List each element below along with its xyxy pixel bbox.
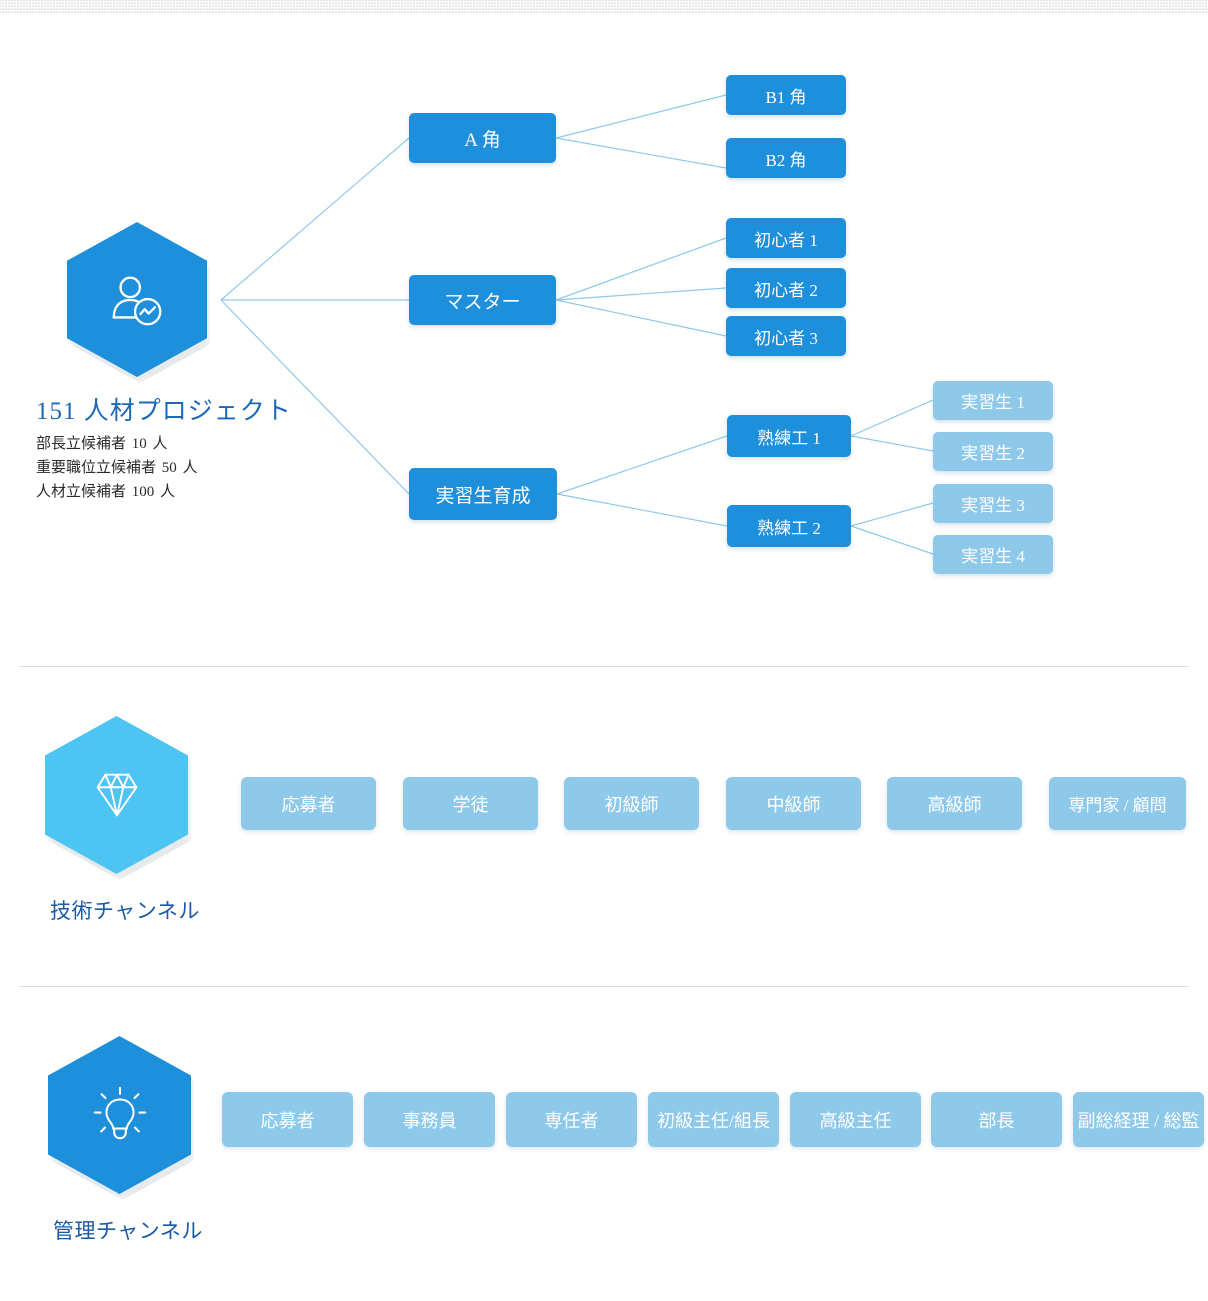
stat-count: 10 xyxy=(131,436,147,452)
node-beginner-2[interactable]: 初心者 2 xyxy=(726,268,846,308)
node-beginner-3[interactable]: 初心者 3 xyxy=(726,316,846,356)
node-beginner-1[interactable]: 初心者 1 xyxy=(726,218,846,258)
section-divider-2 xyxy=(20,986,1188,987)
technical-channel-label: 技術チャンネル xyxy=(50,899,200,923)
stat-count: 100 xyxy=(131,484,155,500)
stat-unit: 人 xyxy=(160,484,176,500)
tech-step-4[interactable]: 中級師 xyxy=(726,777,861,830)
stat-label: 部長立候補者 xyxy=(36,436,127,452)
node-skilled-worker-1[interactable]: 熟練工 1 xyxy=(727,415,851,457)
tech-step-5[interactable]: 高級師 xyxy=(887,777,1022,830)
mgmt-step-7[interactable]: 副総経理 / 総監 xyxy=(1073,1092,1204,1147)
node-master[interactable]: マスター xyxy=(409,275,556,325)
mgmt-step-2[interactable]: 事務員 xyxy=(364,1092,495,1147)
node-trainee-development[interactable]: 実習生育成 xyxy=(409,468,557,520)
management-channel-hexagon-icon xyxy=(48,1036,191,1194)
mgmt-step-1[interactable]: 応募者 xyxy=(222,1092,353,1147)
person-analytics-icon xyxy=(106,269,168,331)
management-channel-label: 管理チャンネル xyxy=(53,1219,203,1243)
stat-label: 重要職位立候補者 xyxy=(36,460,157,476)
project-title: 151 人材プロジェクト xyxy=(36,398,292,425)
lightbulb-icon xyxy=(89,1084,151,1146)
stat-unit: 人 xyxy=(152,436,168,452)
tech-step-2[interactable]: 学徒 xyxy=(403,777,538,830)
tech-step-6[interactable]: 専門家 / 顧問 xyxy=(1049,777,1186,830)
stat-row: 部長立候補者 10 人 xyxy=(36,432,198,456)
mgmt-step-4[interactable]: 初級主任/組長 xyxy=(648,1092,779,1147)
mgmt-step-3[interactable]: 専任者 xyxy=(506,1092,637,1147)
node-b2-kaku[interactable]: B2 角 xyxy=(726,138,846,178)
mgmt-step-5[interactable]: 高級主任 xyxy=(790,1092,921,1147)
tech-step-3[interactable]: 初級師 xyxy=(564,777,699,830)
mgmt-step-6[interactable]: 部長 xyxy=(931,1092,1062,1147)
stat-row: 重要職位立候補者 50 人 xyxy=(36,456,198,480)
node-intern-1[interactable]: 実習生 1 xyxy=(933,381,1053,420)
top-hatched-strip xyxy=(0,0,1208,13)
stat-unit: 人 xyxy=(182,460,198,476)
stat-row: 人材立候補者 100 人 xyxy=(36,480,198,504)
node-b1-kaku[interactable]: B1 角 xyxy=(726,75,846,115)
section-divider-1 xyxy=(20,666,1188,667)
diamond-icon xyxy=(86,766,148,824)
tech-step-1[interactable]: 応募者 xyxy=(241,777,376,830)
node-a-kaku[interactable]: A 角 xyxy=(409,113,556,163)
stat-count: 50 xyxy=(161,460,177,476)
node-skilled-worker-2[interactable]: 熟練工 2 xyxy=(727,505,851,547)
node-intern-2[interactable]: 実習生 2 xyxy=(933,432,1053,471)
node-intern-4[interactable]: 実習生 4 xyxy=(933,535,1053,574)
stat-label: 人材立候補者 xyxy=(36,484,127,500)
node-intern-3[interactable]: 実習生 3 xyxy=(933,484,1053,523)
project-stats: 部長立候補者 10 人 重要職位立候補者 50 人 人材立候補者 100 人 xyxy=(36,432,198,504)
